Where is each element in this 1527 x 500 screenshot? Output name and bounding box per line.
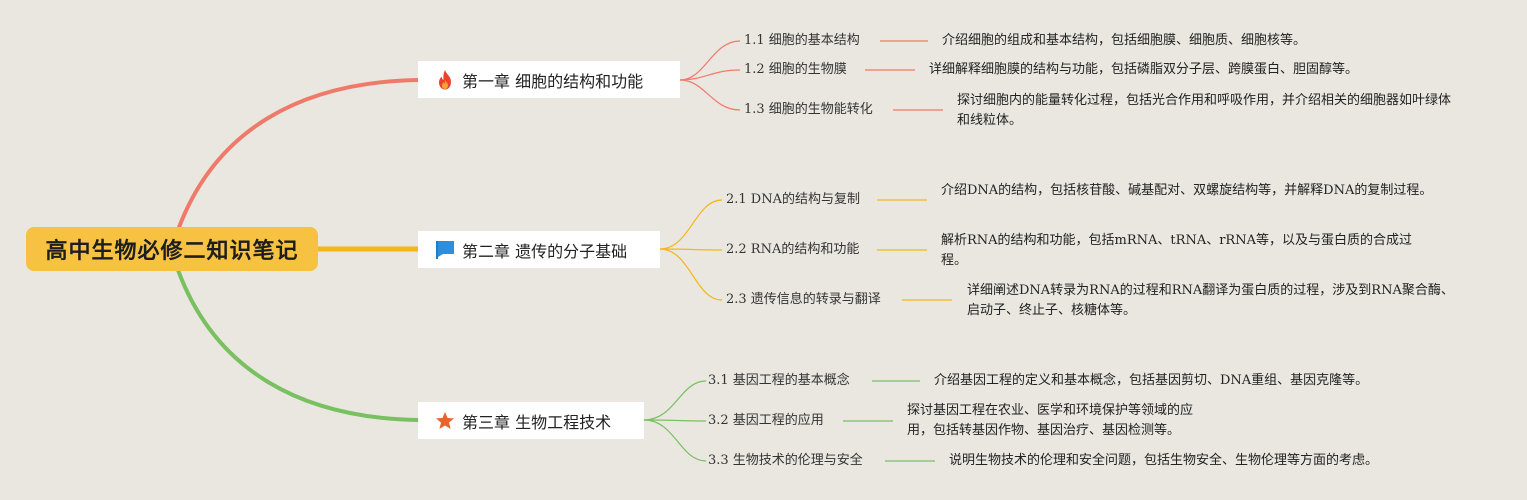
- section-1-2-description: 详细解释细胞膜的结构与功能，包括磷脂双分子层、跨膜蛋白、胆固醇等。: [929, 62, 1359, 77]
- chapter2-to-section-2-2-line: [659, 248, 723, 251]
- section-3-2-label[interactable]: 3.2 基因工程的应用: [708, 413, 824, 428]
- chapter-1-label: 第一章 细胞的结构和功能: [462, 71, 644, 91]
- root-to-chapter3-branch: [176, 269, 419, 422]
- section-3-3-label[interactable]: 3.3 生物技术的伦理与安全: [708, 453, 863, 468]
- section-2-2-description: 解析RNA的结构和功能，包括mRNA、tRNA、rRNA等，以及与蛋白质的合成过…: [941, 233, 1412, 268]
- root-to-chapter1-branch: [176, 78, 419, 231]
- chapter-2-node[interactable]: 第二章 遗传的分子基础: [418, 231, 660, 268]
- chapter2-to-section-2-1-line: [659, 199, 723, 250]
- fire-icon: [432, 69, 458, 91]
- chapter1-to-section-1-3-line: [679, 79, 741, 111]
- section-2-3-label[interactable]: 2.3 遗传信息的转录与翻译: [726, 292, 881, 307]
- chapter-2-label: 第二章 遗传的分子基础: [462, 241, 628, 261]
- chapter-1-node[interactable]: 第一章 细胞的结构和功能: [418, 61, 680, 98]
- star-icon: [432, 410, 458, 432]
- section-2-3-description: 详细阐述DNA转录为RNA的过程和RNA翻译为蛋白质的过程，涉及到RNA聚合酶、…: [967, 283, 1454, 318]
- chapter3-to-section-3-1-line: [643, 380, 707, 421]
- chapter-3-node[interactable]: 第三章 生物工程技术: [418, 402, 644, 439]
- section-2-2-label[interactable]: 2.2 RNA的结构和功能: [726, 242, 860, 257]
- section-3-1-label[interactable]: 3.1 基因工程的基本概念: [708, 373, 850, 388]
- section-3-2-description: 探讨基因工程在农业、医学和环境保护等领域的应用，包括转基因作物、基因治疗、基因检…: [907, 403, 1194, 438]
- chapter1-to-section-1-1-line: [679, 40, 741, 81]
- section-1-3-description: 探讨细胞内的能量转化过程，包括光合作用和呼吸作用，并介绍相关的细胞器如叶绿体和线…: [957, 93, 1452, 128]
- section-1-1-description: 介绍细胞的组成和基本结构，包括细胞膜、细胞质、细胞核等。: [942, 33, 1307, 48]
- chapter-3-label: 第三章 生物工程技术: [462, 412, 612, 432]
- section-1-2-label[interactable]: 1.2 细胞的生物膜: [744, 62, 847, 77]
- chapter3-to-section-3-2-line: [643, 419, 707, 422]
- section-2-1-description: 介绍DNA的结构，包括核苷酸、碱基配对、双螺旋结构等，并解释DNA的复制过程。: [941, 183, 1433, 198]
- section-3-1-description: 介绍基因工程的定义和基本概念，包括基因剪切、DNA重组、基因克隆等。: [934, 373, 1369, 388]
- section-1-1-label[interactable]: 1.1 细胞的基本结构: [744, 33, 860, 48]
- root-title: 高中生物必修二知识笔记: [45, 239, 299, 264]
- chapter3-to-section-3-3-line: [643, 419, 707, 462]
- section-1-3-label[interactable]: 1.3 细胞的生物能转化: [744, 102, 873, 117]
- flag-icon: [432, 239, 458, 261]
- chapter2-to-section-2-3-line: [659, 248, 723, 301]
- section-2-1-label[interactable]: 2.1 DNA的结构与复制: [726, 192, 860, 207]
- root-topic[interactable]: 高中生物必修二知识笔记: [26, 227, 318, 271]
- section-3-3-description: 说明生物技术的伦理和安全问题，包括生物安全、生物伦理等方面的考虑。: [949, 453, 1379, 468]
- chapter1-to-section-1-2-line: [679, 69, 741, 81]
